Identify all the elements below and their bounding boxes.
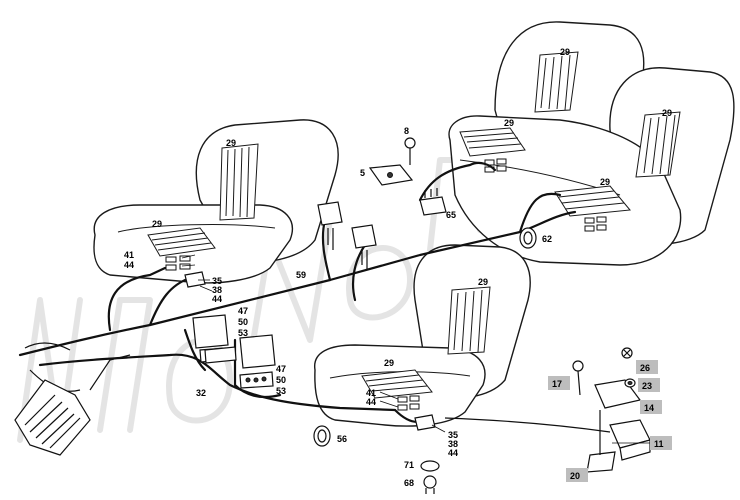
front-left-seat (93, 119, 339, 284)
connector (165, 264, 177, 271)
callout-box (640, 400, 662, 414)
callout-29: 29 (384, 358, 394, 368)
callout-29: 29 (226, 138, 236, 148)
callout-65: 65 (446, 210, 456, 220)
switch-cover-5 (368, 164, 414, 186)
terminal-block-65 (419, 188, 447, 216)
callout-29: 29 (662, 108, 672, 118)
callout-29: 29 (560, 47, 570, 57)
callout-68: 68 (404, 478, 414, 488)
callout-5: 5 (360, 168, 365, 178)
backrest-heating-pad (219, 143, 259, 221)
callout-35: 35 (448, 430, 458, 440)
relay-bottom (239, 334, 276, 389)
callout-62: 62 (542, 234, 552, 244)
callout-38: 38 (212, 285, 222, 295)
callout-44: 44 (366, 397, 376, 407)
callout-53: 53 (238, 328, 248, 338)
screw-26 (621, 347, 633, 359)
callout-56: 56 (337, 434, 347, 444)
grommet-62 (519, 227, 537, 249)
connector-35-front-left (184, 271, 206, 288)
callout-59: 59 (296, 270, 306, 280)
front-right-seat (314, 244, 531, 427)
connector (596, 224, 607, 231)
plug-68 (423, 475, 437, 494)
connector-35-front-right (414, 414, 436, 431)
connector (584, 217, 595, 224)
callout-32: 32 (196, 388, 206, 398)
bracket-20 (586, 410, 616, 473)
callout-box (650, 436, 672, 450)
rear-right-cushion-pad (554, 185, 631, 217)
callout-44: 44 (448, 448, 458, 458)
grommet-56 (313, 425, 331, 447)
control-unit (14, 379, 91, 456)
callout-35: 35 (212, 276, 222, 286)
connector (165, 256, 177, 263)
callout-box (638, 378, 660, 392)
connector (397, 396, 408, 403)
callout-47: 47 (238, 306, 248, 316)
rear-left-cushion-pad (459, 127, 526, 157)
callout-26: 26 (640, 363, 650, 373)
connector (496, 165, 507, 172)
callout-38: 38 (448, 439, 458, 449)
connector (409, 395, 420, 402)
connector-strip-bottom (204, 346, 237, 364)
callout-20: 20 (570, 471, 580, 481)
connector (584, 225, 595, 232)
callout-53: 53 (276, 386, 286, 396)
washer-23 (624, 378, 636, 388)
front-right-cushion-pad (361, 369, 433, 399)
callout-29: 29 (504, 118, 514, 128)
clip-71 (420, 460, 440, 472)
connector (409, 403, 420, 410)
callout-labels: 29 29 29 29 29 29 29 29 8 5 65 62 41 44 … (124, 47, 672, 488)
callout-29: 29 (600, 177, 610, 187)
callout-29: 29 (152, 219, 162, 229)
screw-17 (572, 360, 584, 396)
connector (179, 255, 191, 262)
callout-box (566, 468, 588, 482)
callout-44: 44 (124, 260, 134, 270)
callout-box (636, 360, 658, 374)
wire-to-control-unit (444, 417, 611, 433)
control-unit-11 (609, 419, 651, 461)
connector (179, 263, 191, 270)
callout-14: 14 (644, 403, 654, 413)
callout-41: 41 (124, 250, 134, 260)
connector (397, 404, 408, 411)
callout-17: 17 (552, 379, 562, 389)
callout-11: 11 (654, 439, 664, 449)
callout-50: 50 (238, 317, 248, 327)
rear-left-backrest-pad (534, 51, 579, 113)
rear-bench-seat (448, 21, 735, 266)
screw-8 (404, 137, 416, 165)
seat-heater-switches (317, 201, 377, 270)
connector (496, 158, 507, 165)
connector (596, 216, 607, 223)
callout-44: 44 (212, 294, 222, 304)
rear-right-backrest-pad (635, 111, 681, 178)
callout-29: 29 (478, 277, 488, 287)
callout-23: 23 (642, 381, 652, 391)
front-right-backrest-pad (447, 286, 491, 355)
callout-71: 71 (404, 460, 414, 470)
callout-47: 47 (276, 364, 286, 374)
cushion-heating-pad (147, 227, 216, 257)
callout-8: 8 (404, 126, 409, 136)
wiring-harness (18, 161, 577, 424)
callout-41: 41 (366, 388, 376, 398)
callout-50: 50 (276, 375, 286, 385)
callout-box (548, 376, 570, 390)
